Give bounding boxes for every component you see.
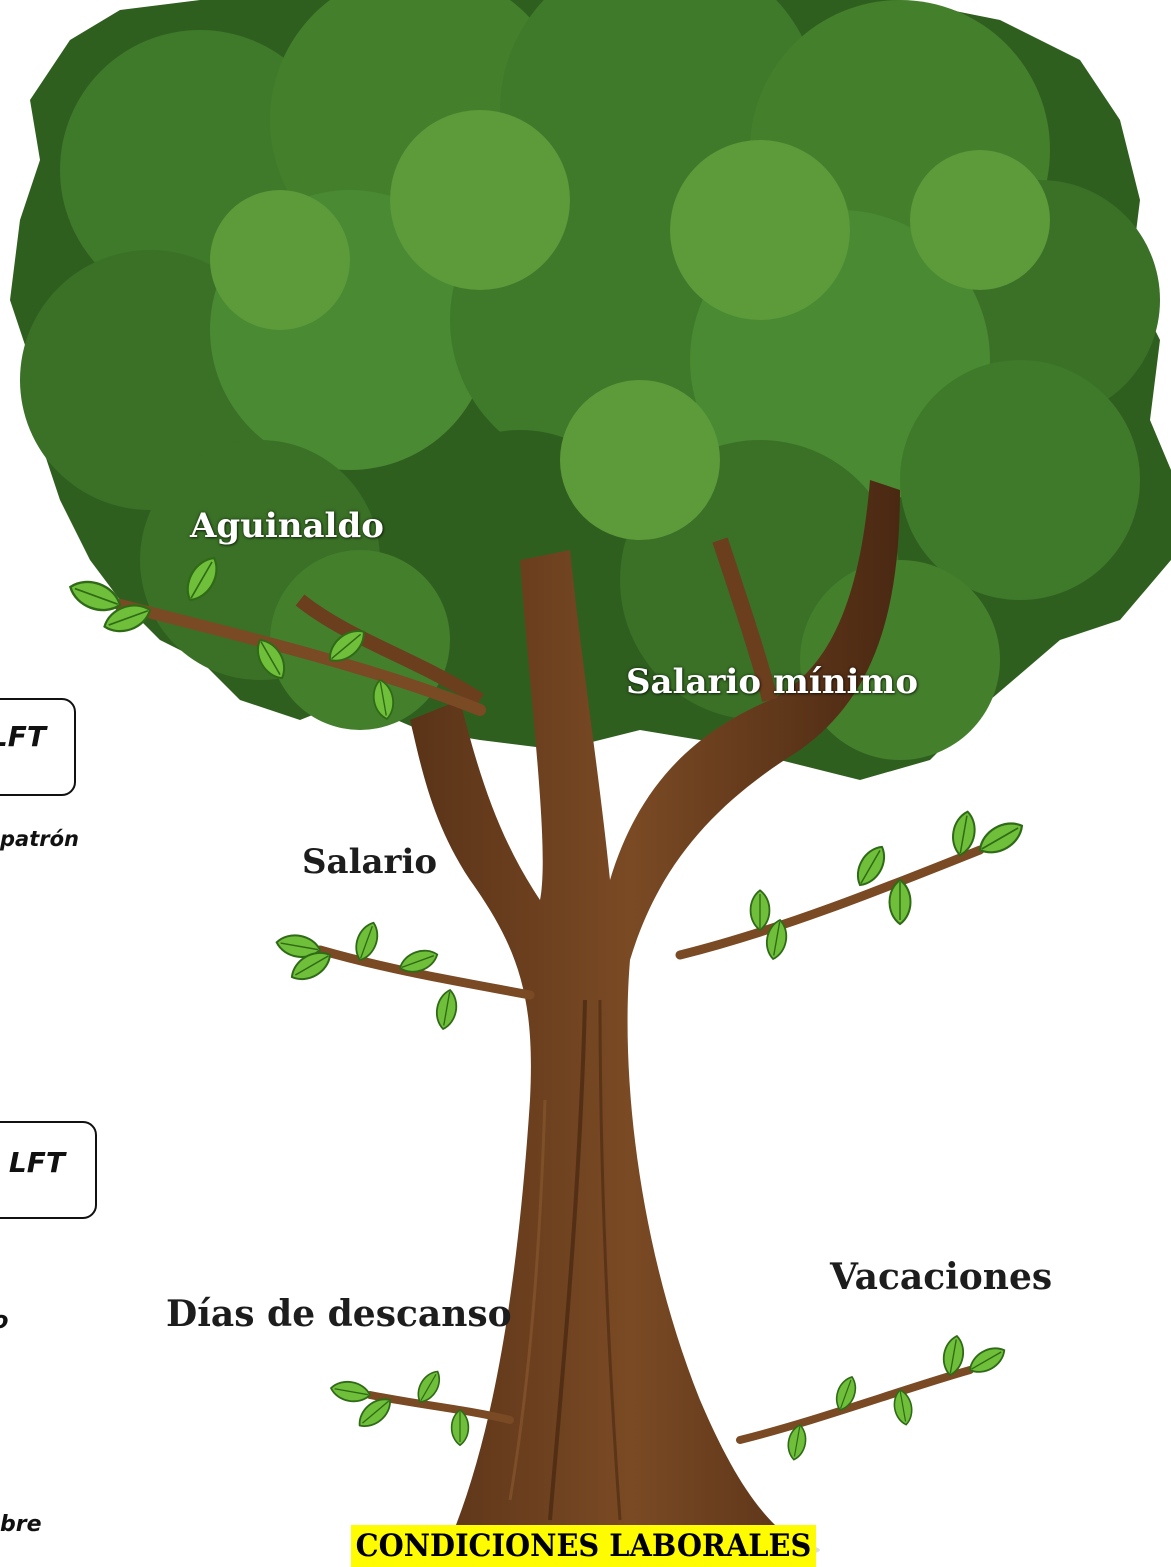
diagram-title: CONDICIONES LABORALES: [351, 1525, 816, 1567]
branch-upper-left: [64, 551, 486, 722]
side-text-bre: bre: [0, 1512, 42, 1537]
lft-box-upper-text: LFT: [0, 720, 46, 753]
label-dias-de-descanso: Días de descanso: [166, 1293, 512, 1335]
foliage-canopy: [10, 0, 1171, 780]
lft-box-upper: LFT: [0, 698, 76, 796]
label-vacaciones: Vacaciones: [830, 1256, 1053, 1298]
side-text-patron: patrón: [0, 827, 79, 851]
lft-box-lower: LFT: [0, 1121, 97, 1219]
branch-mid-left: [273, 918, 535, 1032]
label-salario: Salario: [302, 842, 438, 882]
branch-mid-right: [675, 808, 1029, 962]
branch-lower-right: [736, 1333, 1010, 1462]
label-salario-minimo: Salario mínimo: [626, 662, 919, 702]
side-text-o: o: [0, 1306, 9, 1334]
branch-lower-left: [328, 1366, 514, 1446]
lft-box-lower-text: LFT: [8, 1146, 65, 1179]
label-aguinaldo: Aguinaldo: [190, 506, 384, 546]
